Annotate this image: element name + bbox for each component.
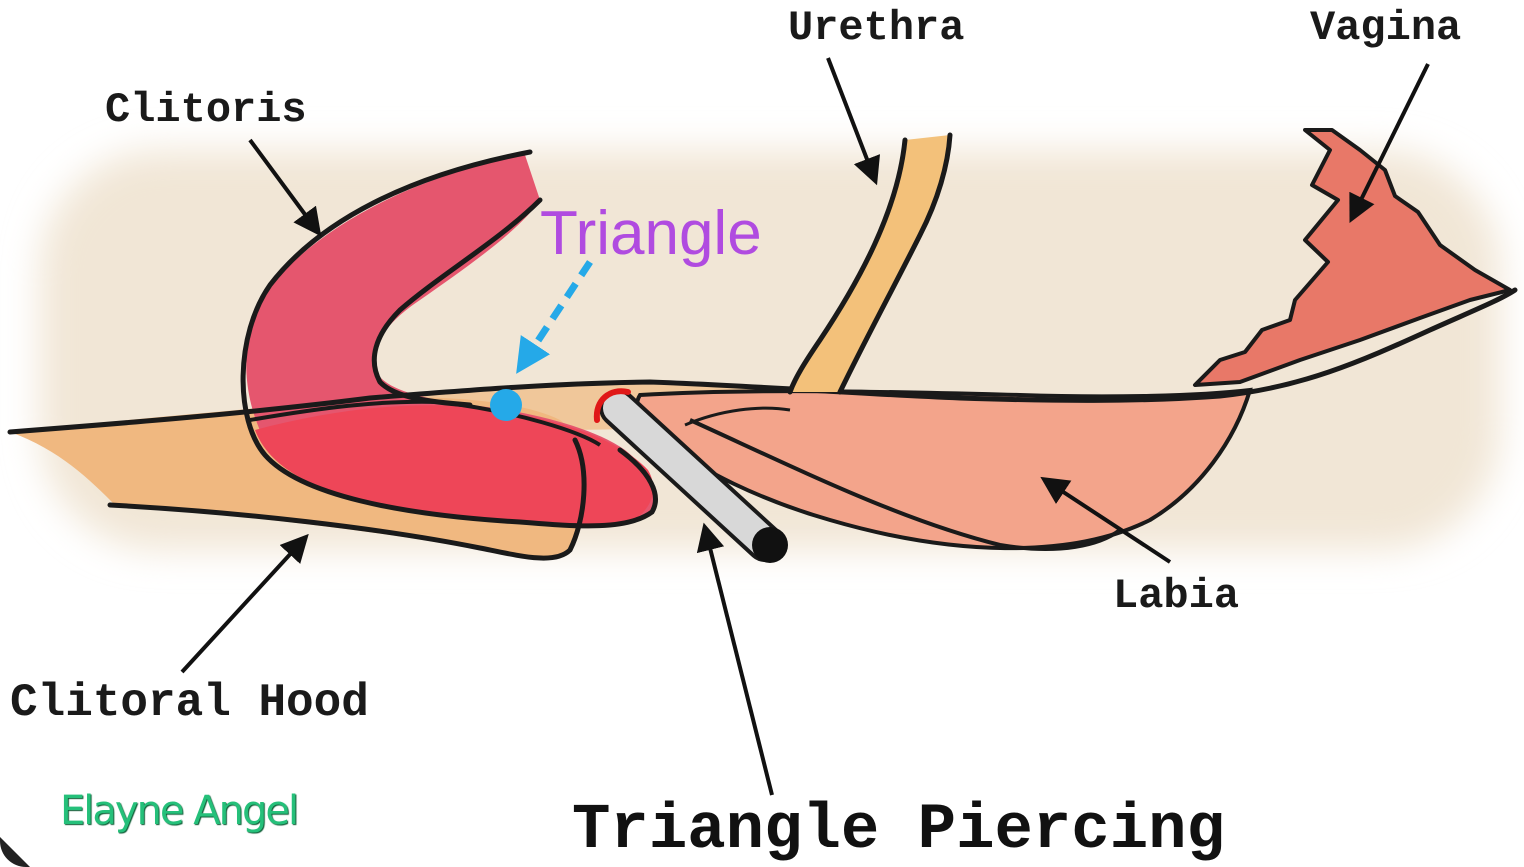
clitoral-hood-label: Clitoral Hood bbox=[10, 677, 369, 729]
diagram-title: Triangle Piercing bbox=[572, 795, 1225, 867]
credit-text: Elayne Angel bbox=[60, 788, 297, 834]
piercing-pointer-arrow bbox=[705, 528, 772, 795]
piercing-ball bbox=[752, 527, 788, 563]
labia-label: Labia bbox=[1113, 572, 1239, 620]
triangle-marker-dot bbox=[490, 389, 522, 421]
clitoral-hood-pointer-arrow bbox=[182, 538, 305, 672]
triangle-label: Triangle bbox=[540, 198, 762, 269]
vagina-label: Vagina bbox=[1310, 4, 1461, 52]
urethra-label: Urethra bbox=[788, 4, 964, 52]
clitoris-label: Clitoris bbox=[105, 86, 307, 134]
